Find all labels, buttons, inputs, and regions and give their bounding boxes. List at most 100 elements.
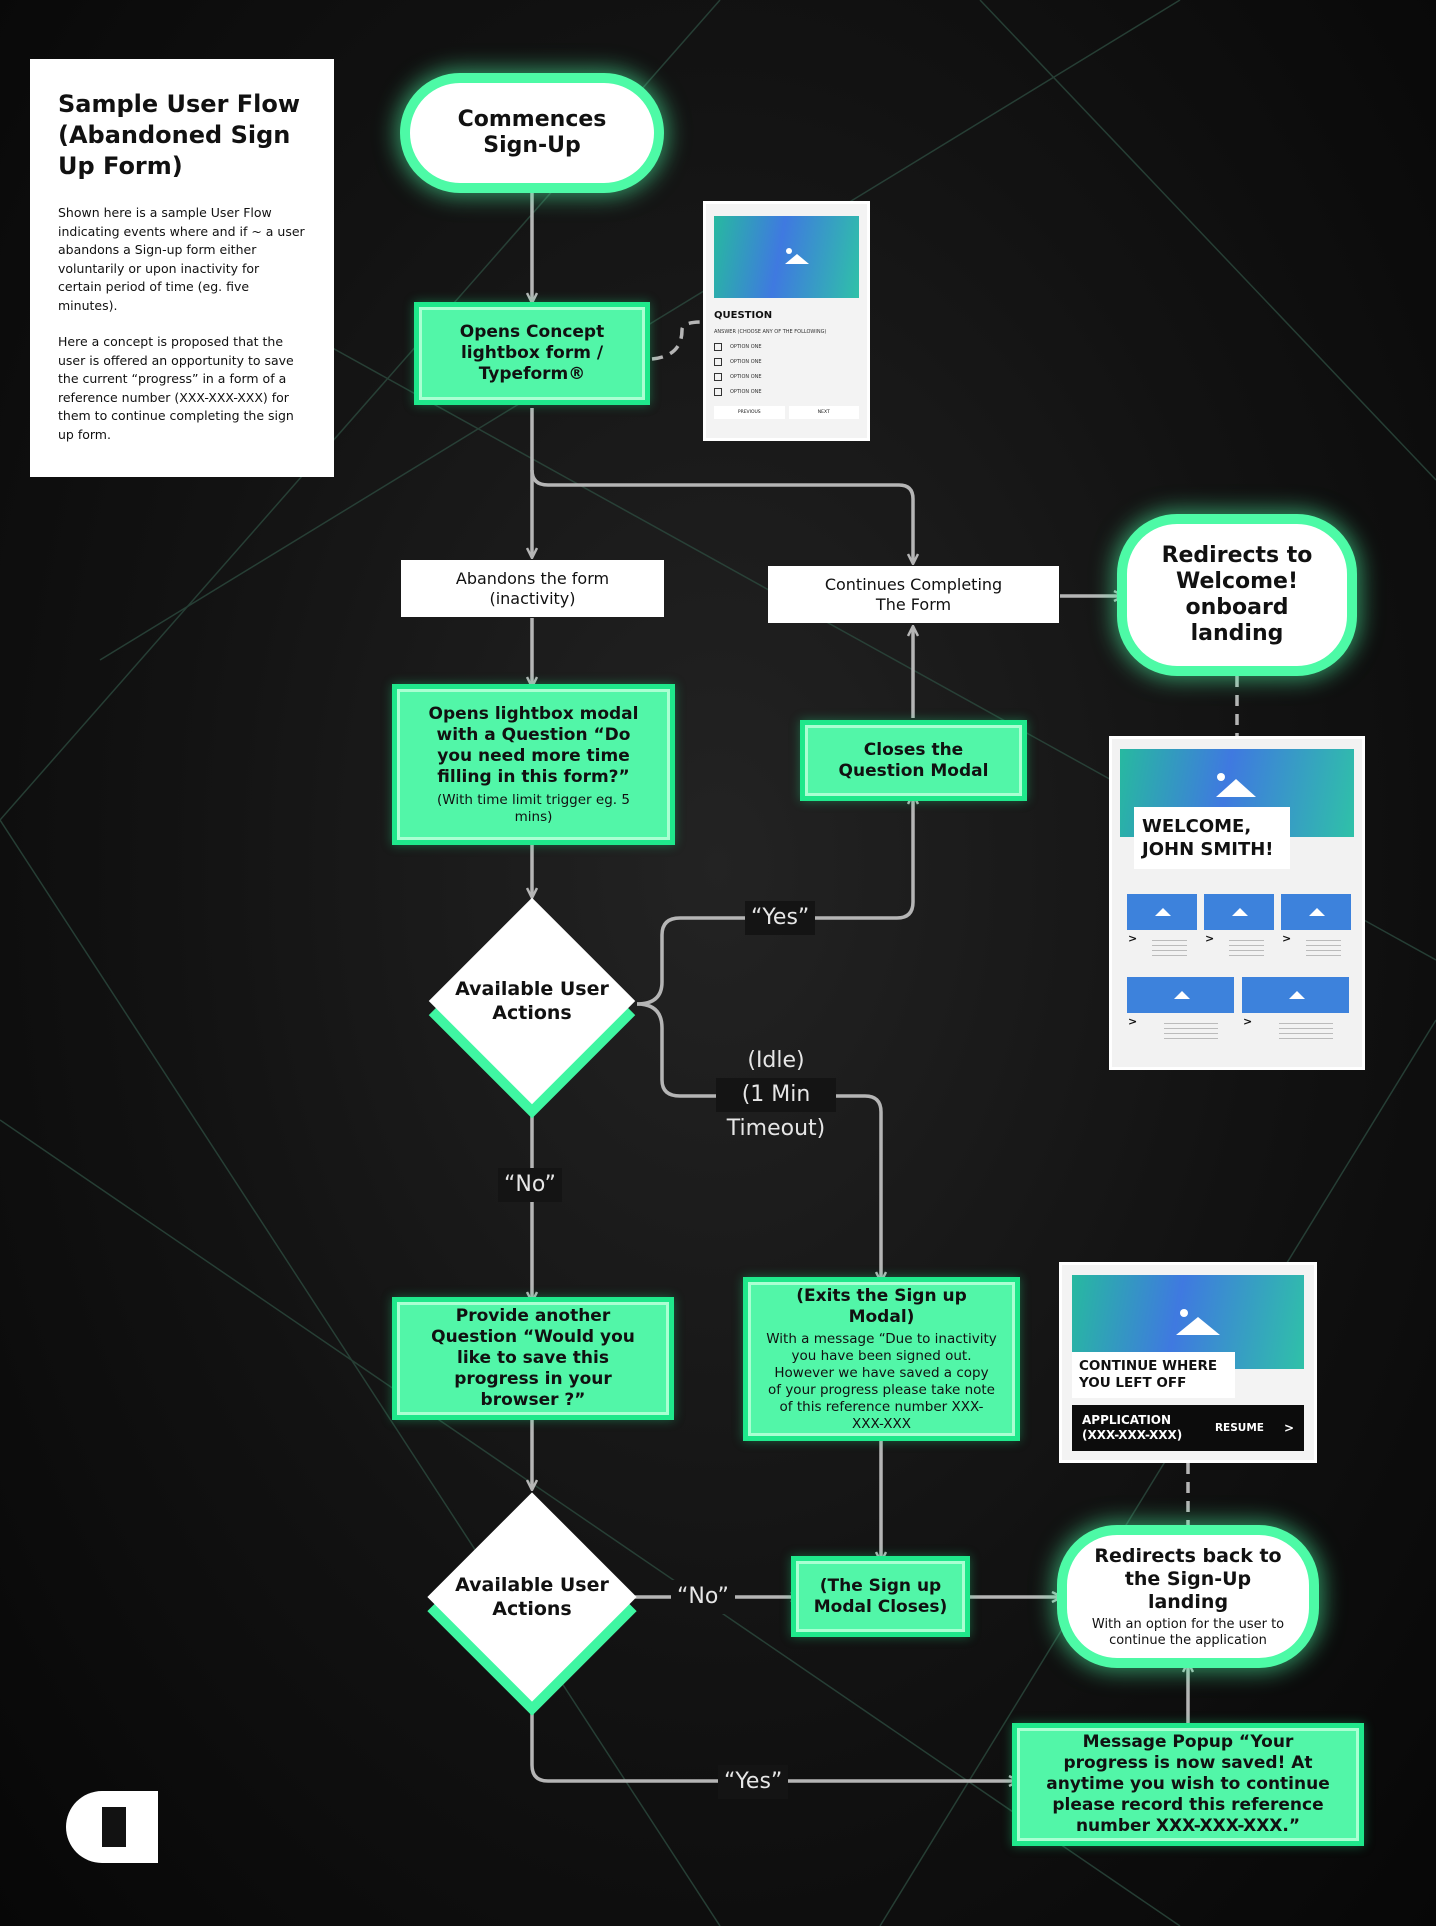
label-idle: (Idle) (1 Min Timeout) — [710, 1044, 842, 1146]
exits-modal-node: (Exits the Sign up Modal) With a message… — [743, 1277, 1020, 1441]
opens-modal-sublabel: (With time limit trigger eg. 5 mins) — [437, 791, 630, 825]
checkbox-icon — [714, 373, 722, 381]
resume-button[interactable]: RESUME — [1214, 1422, 1264, 1434]
label-no-1: “No” — [498, 1168, 562, 1202]
start-node-label: Commences Sign-Up — [457, 107, 607, 158]
chevron-right-icon: > — [1128, 932, 1138, 945]
exits-modal-title: (Exits the Sign up Modal) — [796, 1285, 967, 1327]
hero-sun-icon — [1217, 773, 1225, 781]
redirect-welcome-label: Redirects to Welcome! onboard landing — [1161, 543, 1313, 646]
welcome-card[interactable]: > — [1204, 894, 1274, 966]
card-text-lines — [1305, 936, 1341, 960]
welcome-greeting: WELCOME, JOHN SMITH! — [1134, 807, 1290, 869]
modal-closes-label: (The Sign up Modal Closes) — [813, 1575, 948, 1617]
card-mountain-icon — [1232, 908, 1248, 916]
abandons-node: Abandons the form (inactivity) — [401, 560, 664, 617]
mockup-previous-button[interactable]: PREVIOUS — [714, 406, 785, 419]
actions-diamond-2-label: Available User Actions — [455, 1574, 609, 1620]
checkbox-icon — [714, 358, 722, 366]
label-no-2: “No” — [671, 1580, 735, 1614]
opens-modal-node: Opens lightbox modal with a Question “Do… — [392, 684, 675, 845]
card-image — [1204, 894, 1274, 930]
card-mountain-icon — [1155, 908, 1171, 916]
card-mountain-icon — [1173, 991, 1190, 999]
saved-popup-label: Message Popup “Your progress is now save… — [1046, 1732, 1330, 1836]
image-sun-icon — [786, 248, 792, 254]
mockup-option-1[interactable]: OPTION ONE — [714, 343, 859, 351]
info-title: Sample User Flow (Abandoned Sign Up Form… — [58, 90, 301, 180]
mockup-option-3[interactable]: OPTION ONE — [714, 373, 859, 381]
chevron-right-icon: > — [1283, 1421, 1294, 1435]
card-image — [1242, 977, 1349, 1013]
brand-logo-icon — [66, 1791, 158, 1863]
edge-actions-idle — [636, 1002, 881, 1281]
start-node: Commences Sign-Up — [400, 73, 664, 193]
redirect-back-node: Redirects back to the Sign-Up landing Wi… — [1057, 1525, 1319, 1668]
welcome-mockup: WELCOME, JOHN SMITH! > > > > > — [1109, 736, 1365, 1070]
chevron-right-icon: > — [1128, 1015, 1138, 1028]
modal-closes-node: (The Sign up Modal Closes) — [791, 1556, 970, 1637]
save-question-node: Provide another Question “Would you like… — [392, 1297, 674, 1420]
card-mountain-icon — [1288, 991, 1305, 999]
card-text-lines — [1164, 1019, 1218, 1043]
save-question-label: Provide another Question “Would you like… — [431, 1306, 635, 1410]
card-image — [1127, 977, 1234, 1013]
actions-diamond-1: Available User Actions — [428, 897, 636, 1105]
welcome-card[interactable]: > — [1127, 977, 1234, 1049]
continues-node: Continues Completing The Form — [768, 566, 1059, 623]
exits-modal-message: With a message “Due to inactivity you ha… — [766, 1330, 997, 1432]
actions-diamond-1-label: Available User Actions — [455, 978, 609, 1024]
resume-title: CONTINUE WHERE YOU LEFT OFF — [1072, 1352, 1236, 1398]
edge-actions-yes — [636, 795, 913, 1006]
redirect-welcome-node: Redirects to Welcome! onboard landing — [1117, 514, 1357, 676]
mockup-image — [714, 216, 859, 298]
actions-diamond-2: Available User Actions — [427, 1492, 637, 1702]
hero-mountain-icon — [1216, 779, 1256, 797]
info-paragraph-1: Shown here is a sample User Flow indicat… — [58, 205, 305, 313]
welcome-card[interactable]: > — [1242, 977, 1349, 1049]
welcome-card-grid: > > > > > — [1127, 894, 1353, 1054]
continues-label: Continues Completing The Form — [824, 574, 1003, 614]
mockup-answer-hint: ANSWER (CHOOSE ANY OF THE FOLLOWING) — [714, 329, 827, 335]
card-mountain-icon — [1309, 908, 1325, 916]
resume-application-bar[interactable]: APPLICATION (XXX-XXX-XXX) RESUME > — [1072, 1405, 1304, 1451]
card-image — [1127, 894, 1197, 930]
application-reference: APPLICATION (XXX-XXX-XXX) — [1082, 1413, 1183, 1442]
chevron-right-icon: > — [1205, 932, 1215, 945]
card-image — [1281, 894, 1351, 930]
edge-actions2-yes — [530, 1708, 1018, 1781]
welcome-card[interactable]: > — [1281, 894, 1351, 966]
opens-form-label: Opens Concept lightbox form / Typeform® — [459, 322, 605, 384]
abandons-label: Abandons the form (inactivity) — [455, 568, 610, 608]
chevron-right-icon: > — [1243, 1015, 1253, 1028]
info-paragraph-2: Here a concept is proposed that the user… — [58, 334, 294, 442]
opens-form-node: Opens Concept lightbox form / Typeform® — [414, 302, 650, 405]
closes-modal-label: Closes the Question Modal — [838, 739, 989, 781]
info-panel: Sample User Flow (Abandoned Sign Up Form… — [30, 59, 334, 477]
mockup-next-button[interactable]: NEXT — [788, 406, 859, 419]
label-yes-2: “Yes” — [718, 1765, 789, 1799]
card-text-lines — [1279, 1019, 1333, 1043]
redirect-back-sub: With an option for the user to continue … — [1091, 1616, 1285, 1648]
chevron-right-icon: > — [1282, 932, 1292, 945]
resume-mountain-icon — [1176, 1317, 1220, 1335]
checkbox-icon — [714, 343, 722, 351]
mockup-option-4[interactable]: OPTION ONE — [714, 388, 859, 396]
checkbox-icon — [714, 388, 722, 396]
resume-mockup: CONTINUE WHERE YOU LEFT OFF APPLICATION … — [1059, 1262, 1317, 1463]
welcome-card[interactable]: > — [1127, 894, 1197, 966]
card-text-lines — [1151, 936, 1187, 960]
typeform-mockup: QUESTION ANSWER (CHOOSE ANY OF THE FOLLO… — [703, 201, 870, 441]
card-text-lines — [1228, 936, 1264, 960]
resume-sun-icon — [1180, 1309, 1188, 1317]
closes-modal-node: Closes the Question Modal — [800, 720, 1027, 801]
redirect-back-title: Redirects back to the Sign-Up landing — [1094, 1544, 1282, 1613]
saved-popup-node: Message Popup “Your progress is now save… — [1012, 1723, 1364, 1846]
edge-form-to-continues — [530, 469, 913, 563]
image-mountain-icon — [785, 254, 809, 264]
opens-modal-label: Opens lightbox modal with a Question “Do… — [428, 703, 639, 787]
mockup-option-2[interactable]: OPTION ONE — [714, 358, 859, 366]
mockup-question: QUESTION — [714, 310, 773, 321]
dashed-form-to-mock — [651, 320, 703, 361]
